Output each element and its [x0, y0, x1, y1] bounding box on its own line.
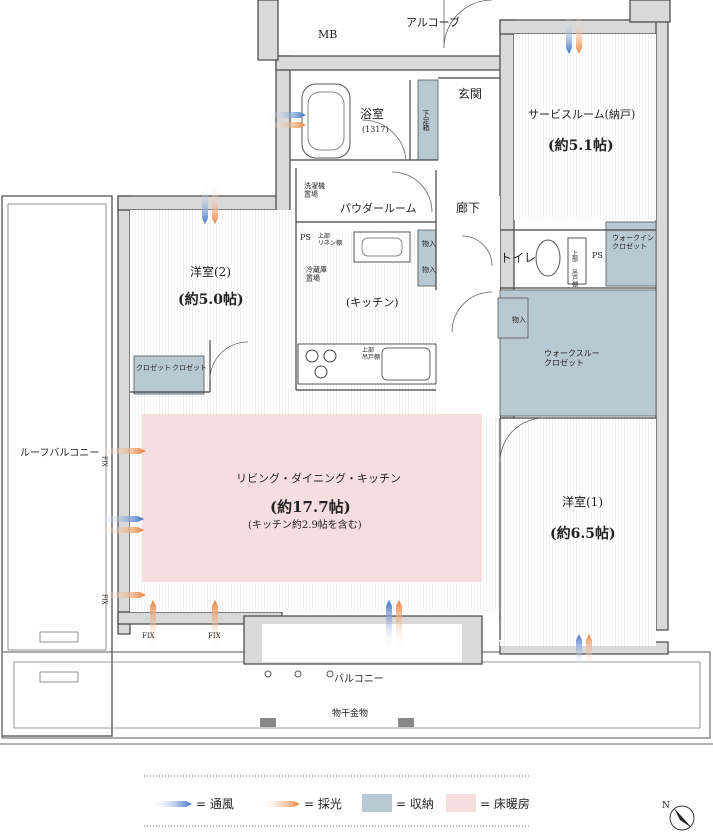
- label-storage-2: 物入: [422, 265, 436, 274]
- floor-heating-zone: [142, 414, 482, 582]
- label-shoe-cabinet: 下足箱: [422, 110, 430, 132]
- label-hallway: 廊下: [456, 200, 480, 215]
- compass: N: [662, 801, 695, 831]
- room-labels: MB アルコーブ 玄関 浴室 (1317) 下足箱 サービスルーム(納戸) (約…: [20, 15, 654, 719]
- inner-walls: [130, 77, 656, 640]
- vanity-sink: [353, 231, 411, 263]
- label-fix-3: FIX: [142, 632, 155, 640]
- label-ldk-size: (約17.7帖): [270, 498, 351, 516]
- label-mb: MB: [318, 28, 337, 41]
- label-fix-4: FIX: [208, 632, 221, 640]
- storage-zones: [133, 79, 657, 417]
- door-swings: [209, 0, 545, 463]
- label-storage-1: 物入: [422, 239, 436, 248]
- balcony-area: [0, 651, 713, 745]
- label-roof-balcony: ルーフバルコニー: [20, 447, 99, 459]
- legend-floor-heating: = 床暖房: [480, 796, 530, 811]
- label-drying-hardware: 物干金物: [332, 707, 368, 719]
- label-youshitsu2: 洋室(2): [190, 264, 231, 279]
- label-closet-2: クロゼット: [172, 363, 207, 372]
- label-walkin-closet: ウォークインクロゼット: [612, 234, 654, 250]
- label-genkan: 玄関: [458, 86, 482, 101]
- legend-floor-heating-swatch: [446, 794, 476, 812]
- label-bath: 浴室: [360, 106, 384, 121]
- label-storage-3: 物入: [512, 315, 526, 324]
- label-fix-2: FIX: [101, 594, 108, 606]
- label-powder-room: パウダールーム: [340, 201, 417, 215]
- toilet-fixture: [535, 237, 587, 285]
- label-laundry: 洗濯機置場: [304, 181, 325, 198]
- label-youshitsu1-size: (約6.5帖): [550, 525, 616, 542]
- label-ps-1: PS: [300, 233, 311, 242]
- label-toilet: トイレ: [500, 251, 536, 265]
- label-fridge: 冷蔵庫置場: [306, 265, 327, 282]
- label-ldk-note: (キッチン約2.9帖を含む): [248, 518, 362, 531]
- label-bath-size: (1317): [362, 125, 389, 134]
- label-kitchen: (キッチン): [346, 296, 399, 309]
- label-ps-2: PS: [592, 251, 603, 260]
- label-ldk: リビング・ダイニング・キッチン: [236, 471, 401, 485]
- label-balcony: バルコニー: [334, 673, 384, 685]
- legend-ventilation: = 通風: [196, 797, 234, 811]
- label-alcove: アルコーブ: [406, 15, 460, 29]
- legend-storage-swatch: [362, 794, 392, 812]
- label-closet-1: クロゼット: [136, 363, 171, 372]
- legend-storage: = 収納: [396, 797, 434, 811]
- compass-north: N: [662, 801, 670, 811]
- roof-balcony-area: [1, 195, 113, 737]
- legend-daylight: = 採光: [304, 797, 342, 811]
- label-fix-1: FIX: [101, 456, 108, 468]
- label-youshitsu2-size: (約5.0帖): [178, 291, 244, 308]
- label-kitchen-cupboard: 上部吊戸棚: [362, 346, 380, 361]
- airflow-arrows: [98, 14, 592, 668]
- kitchen-counter: [297, 343, 437, 385]
- legend-daylight-arrow: [258, 801, 300, 807]
- label-service-room: サービスルーム(納戸): [528, 108, 635, 121]
- legend: = 通風 = 採光 = 収納 = 床暖房: [144, 775, 530, 827]
- label-upper-cupboard: 上部吊戸棚: [571, 249, 578, 288]
- legend-ventilation-arrow: [150, 801, 192, 807]
- label-walkthrough-closet: ウォークスルークロゼット: [544, 349, 600, 368]
- label-service-size: (約5.1帖): [548, 137, 614, 154]
- compass-needle-icon: [674, 808, 692, 828]
- label-upper-linen: 上部リネン棚: [318, 232, 342, 247]
- bathtub: [301, 83, 351, 159]
- label-youshitsu1: 洋室(1): [562, 494, 603, 509]
